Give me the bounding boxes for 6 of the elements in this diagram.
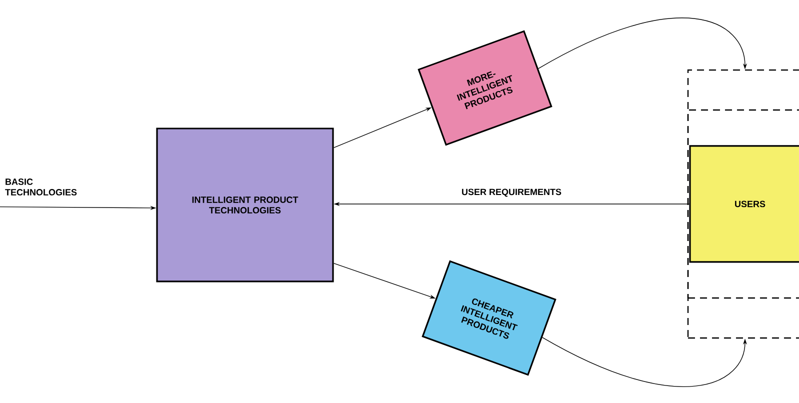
- dashed-box: [687, 69, 799, 339]
- text-label: BASIC TECHNOLOGIES: [5, 178, 77, 196]
- process-box: INTELLIGENT PRODUCT TECHNOLOGIES: [156, 128, 334, 282]
- edge-label: USER REQUIREMENTS: [460, 188, 562, 198]
- users-box: USERS: [689, 145, 799, 263]
- dashed-box: [687, 109, 799, 299]
